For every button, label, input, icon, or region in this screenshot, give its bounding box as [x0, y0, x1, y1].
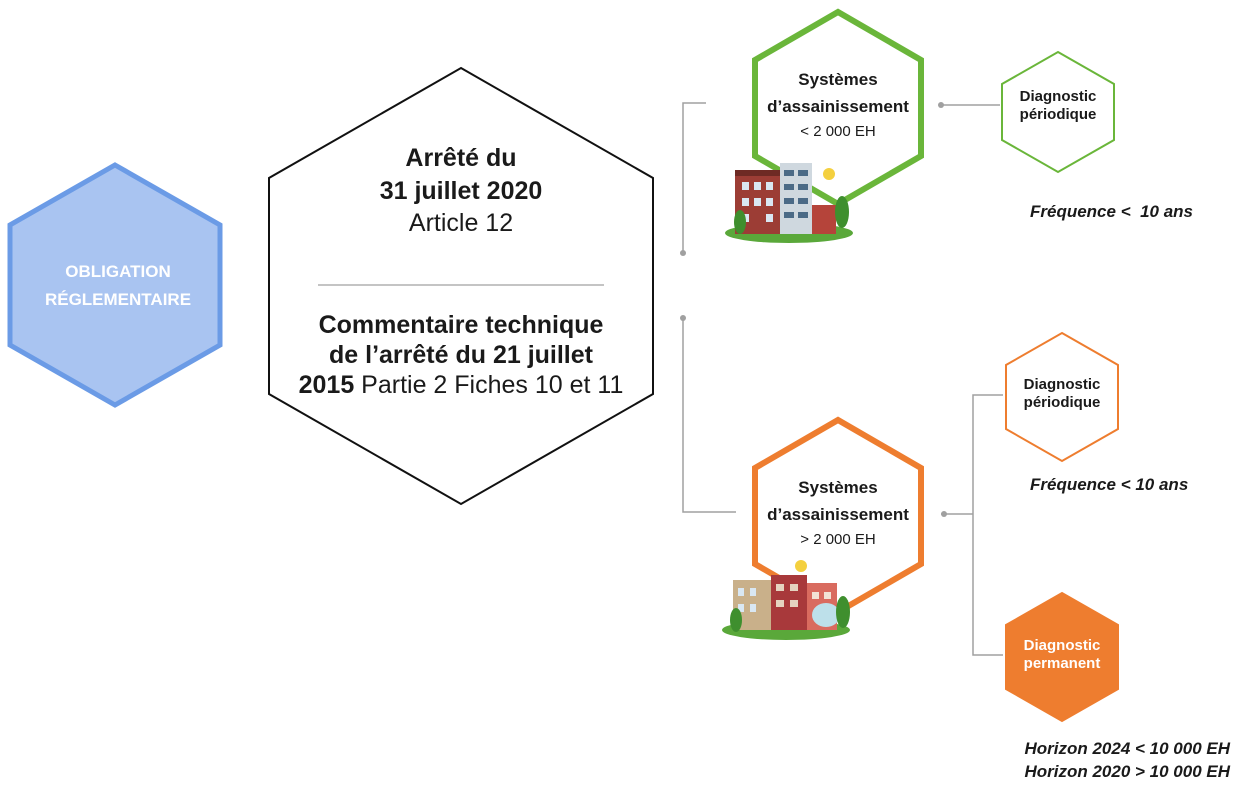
green-diagnostic-label: Diagnostic périodique	[1003, 88, 1113, 124]
orange-frequency: Fréquence < 10 ans	[1030, 475, 1189, 494]
comment-line2: de l’arrêté du 21 juillet	[329, 341, 593, 369]
green-frequency: Fréquence < 10 ans	[1030, 202, 1193, 221]
orange-system-line1: Systèmes	[798, 478, 878, 497]
green-system-line1: Systèmes	[798, 70, 878, 89]
horizon-line1: Horizon 2024 < 10 000 EH	[1024, 739, 1230, 758]
connector-top	[682, 102, 706, 253]
orange-periodic-line2: périodique	[1023, 394, 1101, 411]
orange-connector	[941, 394, 1003, 656]
obligation-hexagon	[7, 162, 223, 408]
green-system-threshold: < 2 000 EH	[800, 123, 876, 141]
comment-block: Commentaire technique de l’arrêté du 21 …	[292, 310, 630, 400]
green-diagnostic-line1: Diagnostic	[1019, 88, 1097, 105]
arrete-line2: 31 juillet 2020	[379, 176, 543, 205]
horizon-block: Horizon 2024 < 10 000 EH Horizon 2020 > …	[960, 738, 1230, 784]
orange-periodic-hexagon	[1005, 331, 1119, 463]
orange-permanent-line1: Diagnostic	[1023, 637, 1101, 654]
orange-periodic-line1: Diagnostic	[1023, 376, 1101, 393]
comment-line1: Commentaire technique	[318, 311, 604, 339]
arrete-line3: Article 12	[408, 209, 514, 237]
green-building-illustration	[725, 163, 853, 243]
obligation-line2: RÉGLEMENTAIRE	[44, 290, 192, 310]
connector-dot-bottom	[680, 315, 686, 321]
orange-periodic-label: Diagnostic périodique	[1007, 376, 1117, 412]
arrete-block: Arrêté du 31 juillet 2020 Article 12	[300, 142, 622, 240]
comment-year: 2015	[298, 371, 355, 399]
arrete-line1: Arrêté du	[405, 144, 517, 172]
comment-line3: 2015 Partie 2 Fiches 10 et 11	[292, 370, 630, 400]
orange-system-threshold: > 2 000 EH	[800, 531, 876, 549]
orange-system-line2: d’assainissement	[767, 505, 909, 525]
orange-permanent-hexagon	[1005, 591, 1119, 723]
connector-bottom	[682, 318, 736, 513]
obligation-label: OBLIGATION RÉGLEMENTAIRE	[18, 258, 218, 314]
obligation-line1: OBLIGATION	[65, 262, 171, 281]
green-system-line2: d’assainissement	[767, 97, 909, 117]
orange-permanent-line2: permanent	[1023, 655, 1101, 672]
green-system-label: Systèmes d’assainissement < 2 000 EH	[753, 66, 923, 144]
central-hexagon	[268, 66, 654, 506]
orange-building-illustration	[722, 560, 850, 640]
green-connector-dot	[938, 102, 944, 108]
orange-connector-dot	[941, 511, 947, 517]
connector-dot-top	[680, 250, 686, 256]
orange-system-label: Systèmes d’assainissement > 2 000 EH	[753, 474, 923, 552]
horizon-line2: Horizon 2020 > 10 000 EH	[1024, 761, 1230, 781]
comment-rest: Partie 2 Fiches 10 et 11	[354, 371, 624, 399]
green-diagnostic-line2: périodique	[1019, 106, 1097, 123]
orange-permanent-label: Diagnostic permanent	[1007, 637, 1117, 673]
green-diagnostic-hexagon	[1001, 50, 1115, 174]
